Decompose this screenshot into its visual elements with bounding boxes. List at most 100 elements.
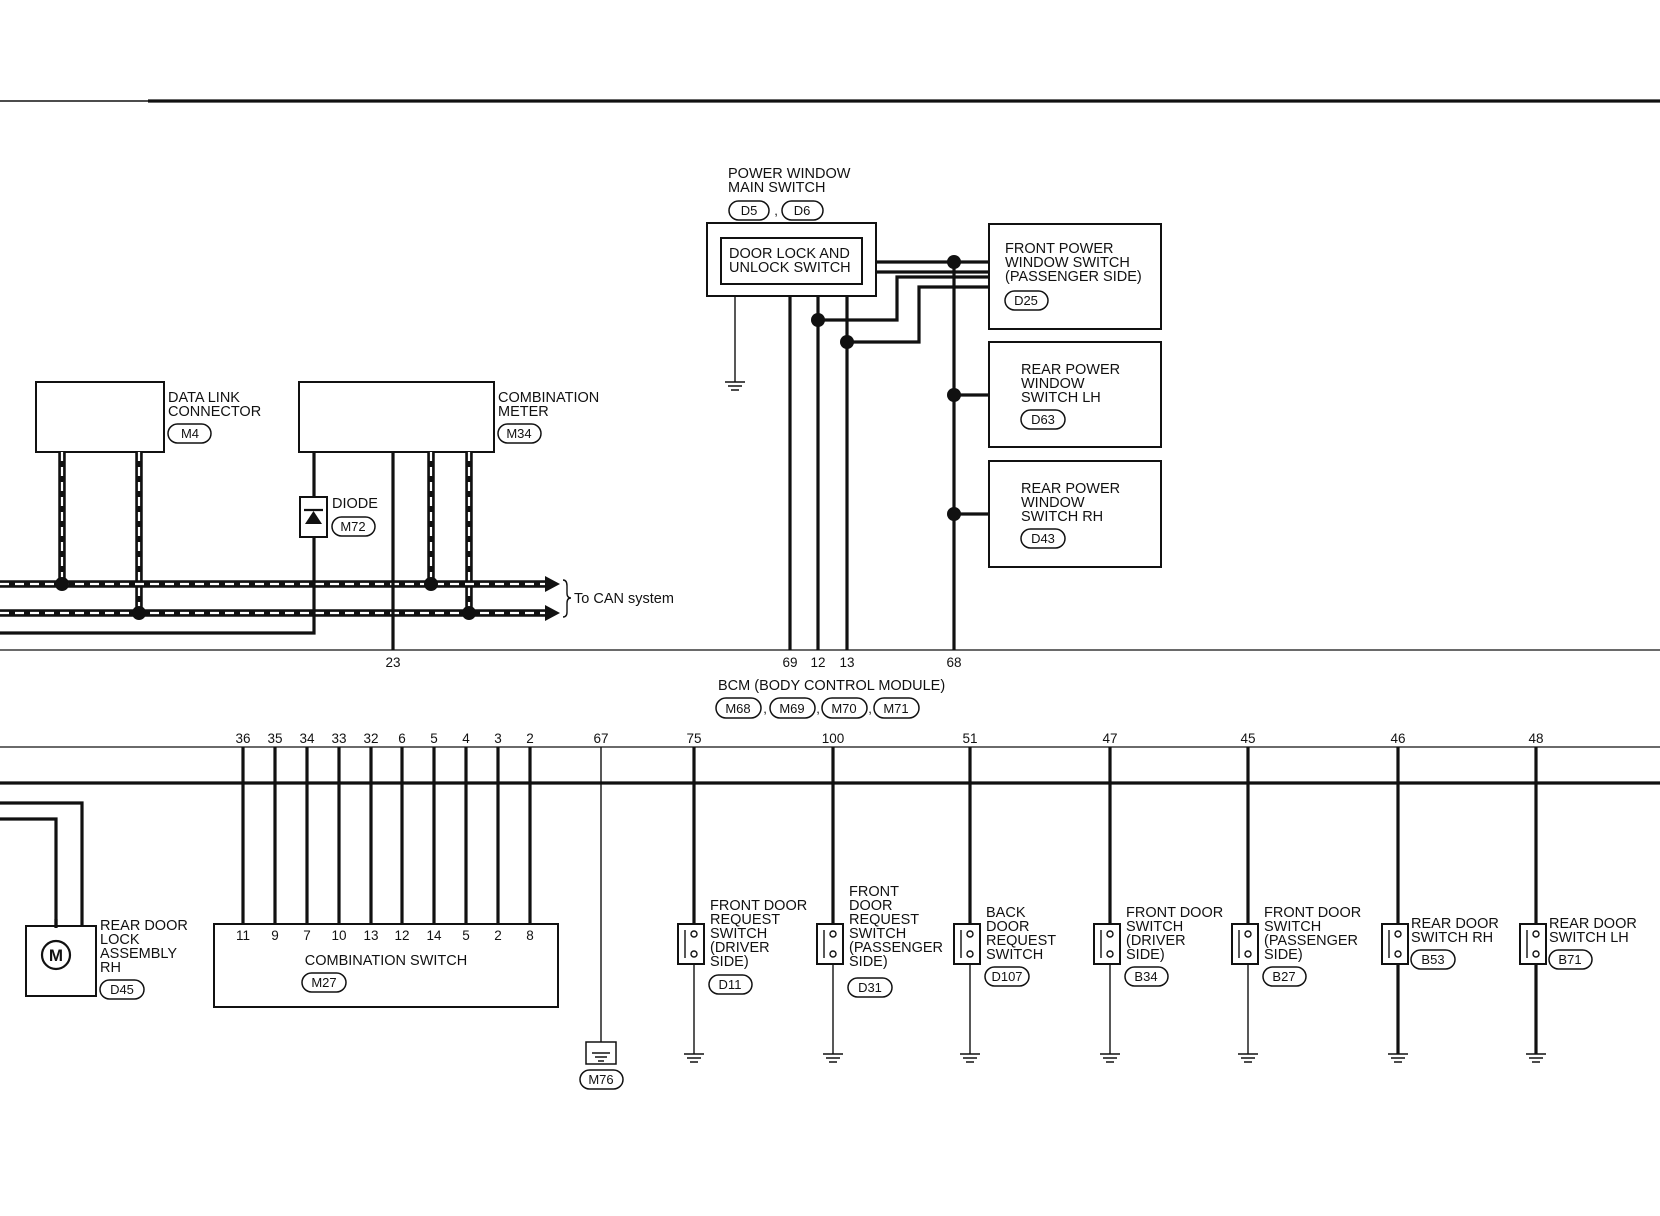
bcm-pin: 48: [1528, 731, 1543, 746]
combination-meter: COMBINATION METER M34: [298, 381, 599, 453]
bcm-pin: 45: [1240, 731, 1255, 746]
bcm-pin: 46: [1390, 731, 1405, 746]
comb-switch-pin: 13: [363, 928, 378, 943]
connector-pill: [728, 200, 770, 221]
front-pw-title-1: FRONT POWER: [1005, 241, 1113, 257]
front-door-request-switch-passenger: FRONT DOOR REQUEST SWITCH (PASSENGER SID…: [816, 747, 943, 1063]
rear-lock-title-2: LOCK: [100, 932, 140, 948]
rear-pw-rh-title-2: WINDOW: [1021, 495, 1085, 511]
door-sw-2-title-6: SIDE): [849, 954, 888, 970]
connector-d63: D63: [1031, 412, 1055, 427]
comb-switch-pin: 14: [426, 928, 442, 943]
door-sw-2-title-3: REQUEST: [849, 912, 919, 928]
connector-b53: B53: [1421, 952, 1444, 967]
bcm-pin: 3: [494, 731, 502, 746]
comb-switch-pin: 12: [394, 928, 409, 943]
rear-door-lock-assembly-rh: M REAR DOOR LOCK ASSEMBLY RH D45: [25, 918, 188, 1000]
front-door-request-switch-driver: FRONT DOOR REQUEST SWITCH (DRIVER SIDE) …: [677, 747, 807, 1063]
rear-pw-lh-title-3: SWITCH LH: [1021, 390, 1101, 406]
rear-door-switch-lh: REAR DOOR SWITCH LH B71: [1519, 747, 1637, 1063]
bcm-pin: 47: [1102, 731, 1117, 746]
door-sw-3-title-4: SWITCH: [986, 947, 1043, 963]
ground-m76: M76: [579, 747, 624, 1090]
connector-m70: M70: [831, 701, 856, 716]
door-sw-4-title-4: SIDE): [1126, 947, 1165, 963]
door-sw-5-title-4: SIDE): [1264, 947, 1303, 963]
combination-switch: 11 9 7 10 13 12 14 5 2 8 COMBINATION SWI…: [213, 747, 559, 1008]
connector-d5: D5: [741, 203, 758, 218]
motor-icon: [40, 939, 72, 971]
bcm-pin: 34: [299, 731, 315, 746]
front-pw-title-2: WINDOW SWITCH: [1005, 255, 1130, 271]
connector-m69: M69: [779, 701, 804, 716]
connector-sep: ,: [774, 203, 778, 218]
connector-d31: D31: [858, 980, 882, 995]
connector-d45: D45: [110, 982, 134, 997]
connector-m76: M76: [588, 1072, 613, 1087]
rear-power-window-switch-rh: REAR POWER WINDOW SWITCH RH D43: [988, 460, 1162, 568]
connector-pill: [781, 200, 824, 221]
connector-b71: B71: [1558, 952, 1581, 967]
svg-text:,: ,: [763, 701, 767, 716]
svg-text:,: ,: [816, 701, 820, 716]
connector-m72: M72: [340, 519, 365, 534]
bcm-pin-68: 68: [946, 655, 961, 670]
rear-lock-title-4: RH: [100, 960, 121, 976]
bcm-title: BCM (BODY CONTROL MODULE): [718, 678, 945, 694]
data-link-title-2: CONNECTOR: [168, 404, 261, 420]
motor-label: M: [49, 946, 63, 965]
comb-switch-pin: 7: [303, 928, 311, 943]
bcm-pin: 100: [822, 731, 845, 746]
door-sw-2-title-5: (PASSENGER: [849, 940, 943, 956]
bcm-pin: 35: [267, 731, 282, 746]
connector-m4: M4: [181, 426, 199, 441]
door-sw-7-title-2: SWITCH LH: [1549, 930, 1629, 946]
door-sw-3-title-2: DOOR: [986, 919, 1030, 935]
door-sw-1-title-4: (DRIVER: [710, 940, 770, 956]
diode: DIODE M72: [299, 496, 378, 538]
door-sw-4-title-2: SWITCH: [1126, 919, 1183, 935]
bcm-pin-12: 12: [810, 655, 825, 670]
svg-text:,: ,: [868, 701, 872, 716]
pw-main-title-2: MAIN SWITCH: [728, 180, 825, 196]
bcm-pin: 75: [686, 731, 701, 746]
comb-switch-pin: 5: [462, 928, 470, 943]
comb-meter-title-2: METER: [498, 404, 549, 420]
bcm-pin-23: 23: [385, 655, 400, 670]
door-sw-1-title-1: FRONT DOOR: [710, 898, 807, 914]
connector-m34: M34: [506, 426, 531, 441]
data-link-title-1: DATA LINK: [168, 390, 240, 406]
door-sw-4-title-3: (DRIVER: [1126, 933, 1186, 949]
comb-meter-title-1: COMBINATION: [498, 390, 599, 406]
bcm-pin: 5: [430, 731, 438, 746]
door-sw-3-title-1: BACK: [986, 905, 1026, 921]
door-sw-5-title-1: FRONT DOOR: [1264, 905, 1361, 921]
connector-d25: D25: [1014, 293, 1038, 308]
front-door-switch-passenger: FRONT DOOR SWITCH (PASSENGER SIDE) B27: [1231, 747, 1361, 1063]
connector-b34: B34: [1134, 969, 1157, 984]
can-note: To CAN system: [574, 591, 674, 607]
rear-power-window-switch-lh: REAR POWER WINDOW SWITCH LH D63: [988, 341, 1162, 448]
comb-switch-pin: 2: [494, 928, 502, 943]
bcm-pin-13: 13: [839, 655, 854, 670]
door-sw-2-title-2: DOOR: [849, 898, 893, 914]
rear-lock-title-1: REAR DOOR: [100, 918, 188, 934]
rear-lock-title-3: ASSEMBLY: [100, 946, 177, 962]
connector-m71: M71: [883, 701, 908, 716]
door-sw-6-title-1: REAR DOOR: [1411, 916, 1499, 932]
bcm-pin: 67: [593, 731, 608, 746]
bcm-pin: 4: [462, 731, 470, 746]
door-sw-2-title-4: SWITCH: [849, 926, 906, 942]
connector-d43: D43: [1031, 531, 1055, 546]
rear-door-switch-rh: REAR DOOR SWITCH RH B53: [1381, 747, 1499, 1063]
rear-pw-rh-title-3: SWITCH RH: [1021, 509, 1103, 525]
comb-switch-title: COMBINATION SWITCH: [305, 953, 467, 969]
power-window-main-switch: POWER WINDOW MAIN SWITCH D5 , D6 DOOR LO…: [706, 166, 877, 297]
bcm-pin-69: 69: [782, 655, 797, 670]
comb-switch-pin: 11: [236, 928, 250, 943]
bcm-pin: 6: [398, 731, 406, 746]
door-sw-2-title-1: FRONT: [849, 884, 899, 900]
pw-main-title-1: POWER WINDOW: [728, 166, 851, 182]
rear-pw-lh-title-1: REAR POWER: [1021, 362, 1120, 378]
